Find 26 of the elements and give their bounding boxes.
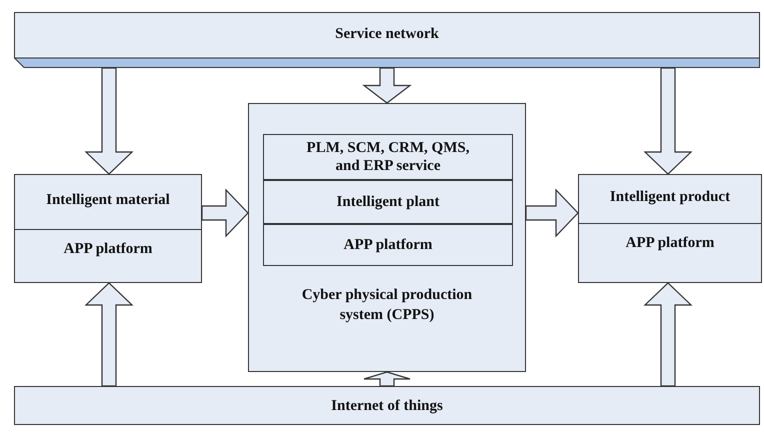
module-box [14,174,202,283]
service-cell [263,134,513,180]
system-box [248,103,526,372]
box-label: APP platform [342,236,434,254]
block-arrow [84,67,134,175]
block-arrow [84,282,134,387]
bar-label: Service network [334,26,440,43]
module-box [578,174,762,283]
block-arrow [362,67,412,104]
block-arrow [525,188,579,238]
block-arrow [201,188,249,238]
box-title: Intelligent product [608,189,732,206]
box-label: Internet of things [330,396,444,414]
box-subtitle: APP platform [624,235,716,252]
plant-cell [263,180,513,224]
block-arrow [644,282,692,387]
block-arrow [363,371,411,387]
network-bar [14,12,760,68]
platform-cell [263,224,513,266]
box-label: Intelligent plant [336,193,440,211]
block-arrow [644,67,692,175]
box-label: PLM, SCM, CRM, QMS, and ERP service [306,139,470,175]
box-subtitle: APP platform [62,241,154,258]
system-caption: Cyber physical production system (CPPS) [300,286,474,325]
iot-bar [14,386,760,425]
box-title: Intelligent material [45,192,171,209]
